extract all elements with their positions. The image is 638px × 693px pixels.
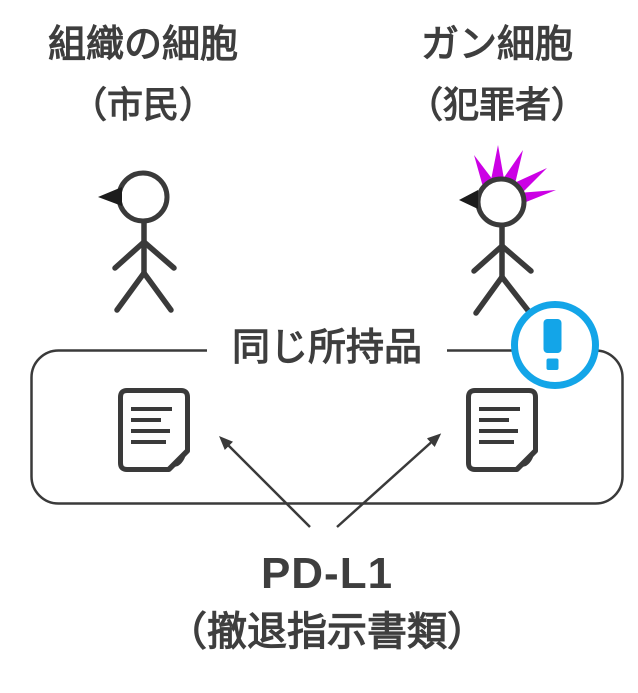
pdl1-arrow-left-icon: [219, 436, 311, 528]
criminal-left-leg: [473, 274, 505, 316]
exclamation-dot: [546, 358, 559, 370]
citizen-left-arm: [112, 239, 147, 271]
document-icon: [466, 388, 538, 472]
pdl1-label: PD-L1: [260, 549, 394, 598]
criminal-right-leg: [499, 274, 533, 316]
document-icon: [118, 388, 190, 472]
document-folded-corner: [165, 447, 188, 470]
citizen-right-leg: [141, 270, 174, 313]
criminal-right-arm: [499, 243, 534, 274]
left-column-subtitle: （市民）: [70, 84, 215, 125]
criminal-left-arm: [471, 243, 505, 274]
citizen-head: [116, 170, 170, 224]
citizen-right-arm: [141, 239, 177, 271]
criminal-stick-figure-icon: [459, 145, 556, 316]
citizen-stick-figure-icon: [98, 170, 177, 313]
citizen-left-leg: [114, 270, 147, 313]
same-belongings-label: 同じ所持品: [207, 326, 447, 370]
pdl1-sublabel: （撤退指示書類）: [167, 610, 487, 654]
document-folded-corner: [513, 447, 536, 470]
exclamation-bar: [543, 319, 562, 353]
pdl1-arrow-right-icon: [336, 433, 442, 528]
right-column-subtitle: （犯罪者）: [406, 84, 587, 125]
citizen-nose: [98, 187, 122, 206]
criminal-nose: [459, 190, 478, 209]
alert-exclamation-icon: [511, 301, 599, 389]
hair-spike-icon: [491, 145, 504, 180]
hair-spike-icon: [474, 155, 493, 187]
criminal-head: [475, 176, 527, 228]
left-column-title: 組織の細胞: [47, 24, 238, 66]
hair-spike-icon: [503, 150, 523, 184]
hair-spike-icon: [518, 190, 556, 204]
right-column-title: ガン細胞: [420, 24, 573, 66]
